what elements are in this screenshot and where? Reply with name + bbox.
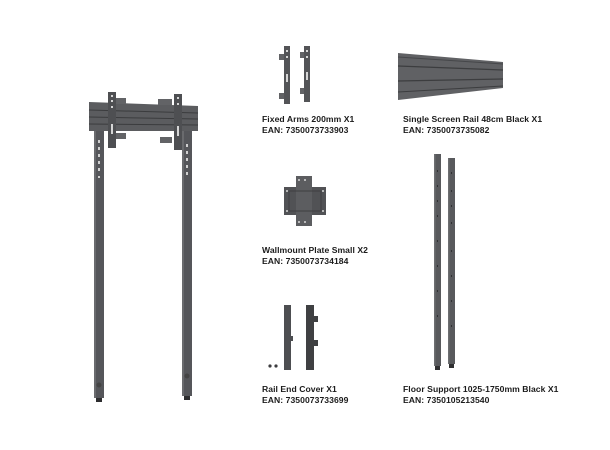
product-caption-single-screen-rail: Single Screen Rail 48cm Black X1 EAN: 73… [403, 114, 542, 136]
product-name: Floor Support 1025-1750mm Black X1 [403, 384, 559, 394]
product-caption-wallmount-plate: Wallmount Plate Small X2 EAN: 7350073734… [262, 245, 368, 267]
assembled-stand-image [88, 92, 199, 402]
product-name: Wallmount Plate Small X2 [262, 245, 368, 255]
fixed-arms-image [279, 46, 310, 104]
product-caption-floor-support: Floor Support 1025-1750mm Black X1 EAN: … [403, 384, 559, 406]
single-screen-rail-image [397, 53, 504, 100]
product-caption-fixed-arms: Fixed Arms 200mm X1 EAN: 7350073733903 [262, 114, 354, 136]
product-ean: EAN: 7350105213540 [403, 395, 490, 405]
product-ean: EAN: 7350073734184 [262, 256, 349, 266]
floor-support-image [434, 154, 455, 370]
product-name: Fixed Arms 200mm X1 [262, 114, 355, 124]
product-ean: EAN: 7350073735082 [403, 125, 490, 135]
product-name: Single Screen Rail 48cm Black X1 [403, 114, 543, 124]
product-name: Rail End Cover X1 [262, 384, 337, 394]
rail-end-cover-image [268, 305, 318, 370]
product-ean: EAN: 7350073733699 [262, 395, 349, 405]
product-ean: EAN: 7350073733903 [262, 125, 349, 135]
wallmount-plate-image [284, 176, 326, 226]
product-caption-rail-end-cover: Rail End Cover X1 EAN: 7350073733699 [262, 384, 348, 406]
